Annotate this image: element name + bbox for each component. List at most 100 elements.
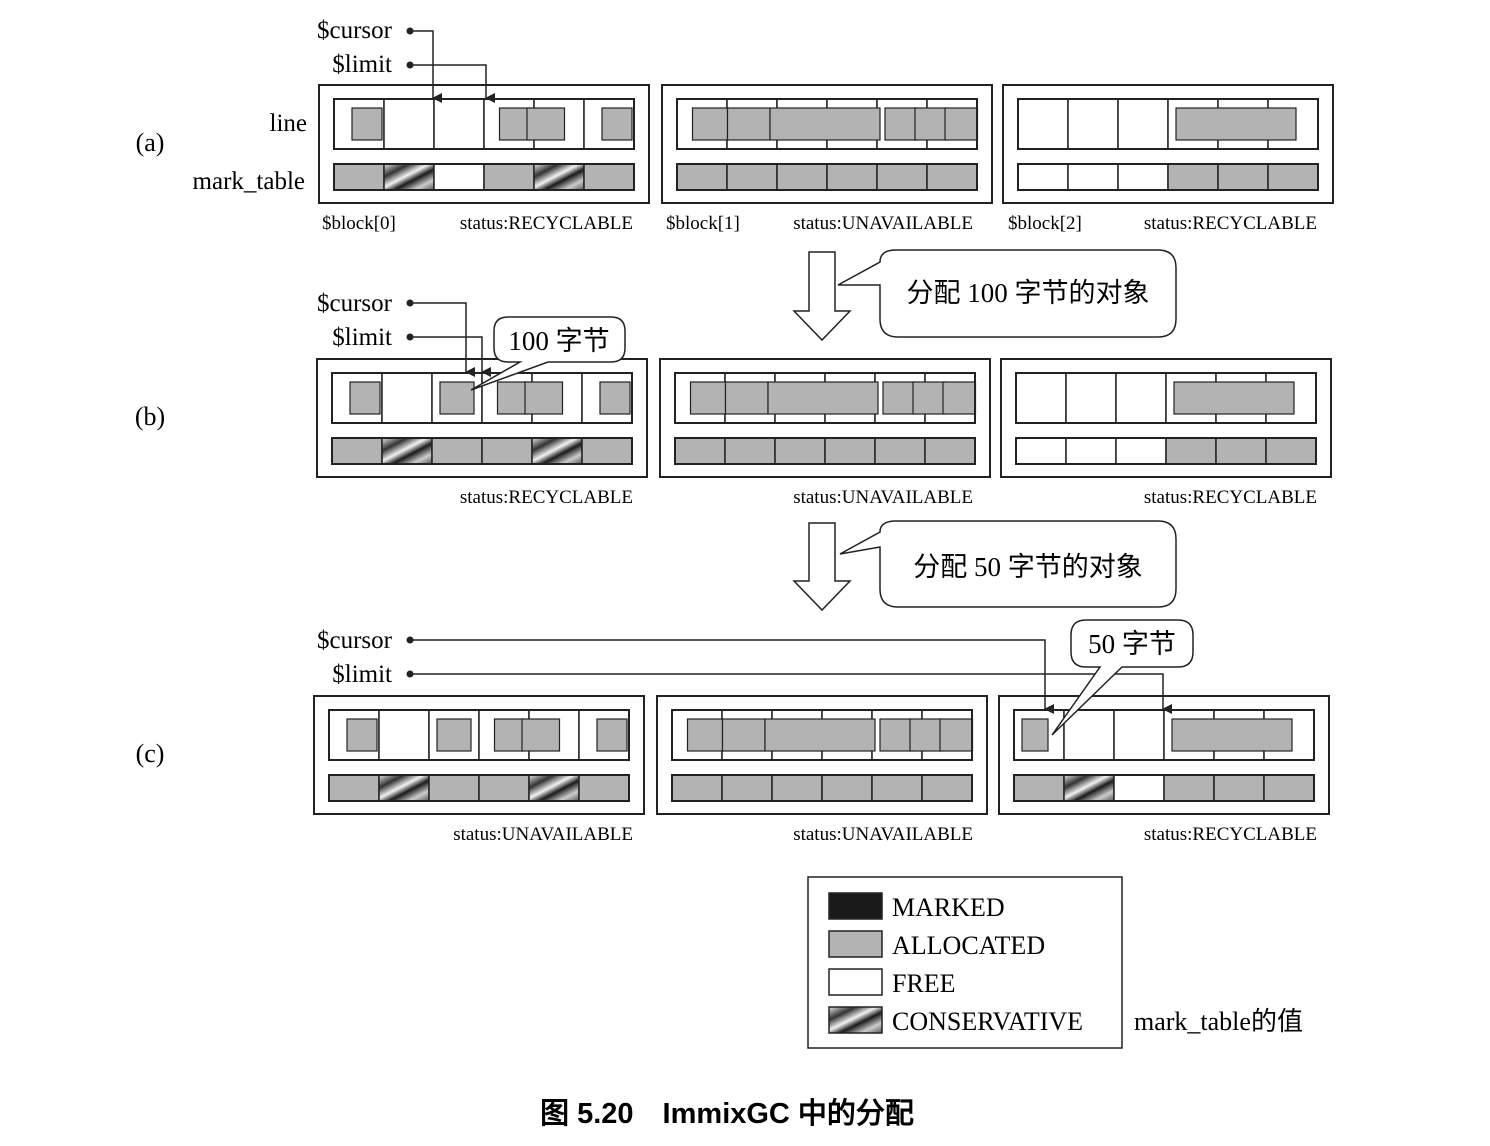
mark-cell-allocated [726, 163, 778, 191]
object-rect [767, 381, 879, 415]
object-rect [882, 381, 917, 415]
status-c-2: status:RECYCLABLE [1144, 824, 1317, 845]
block-1-1 [659, 358, 991, 478]
line-cell [383, 98, 435, 150]
mark-cell-allocated [774, 437, 826, 465]
line-cell [1015, 372, 1067, 424]
row-c-label: (c) [136, 739, 165, 768]
callout-50-bubble [1051, 619, 1194, 736]
mark-cell-free [1117, 163, 1169, 191]
mark-cell-conservative [383, 163, 435, 191]
cursor-label-c: $cursor [317, 627, 393, 654]
line-label: line [270, 110, 308, 137]
callout-step1-text: 分配 100 字节的对象 [907, 278, 1150, 308]
block-name-2: $block[2] [1008, 213, 1082, 234]
line-cell [1115, 372, 1167, 424]
mark-cell-allocated [1013, 774, 1065, 802]
block-name-0: $block[0] [322, 213, 396, 234]
cursor-label-a: $cursor [317, 17, 393, 44]
mark-cell-conservative [531, 437, 583, 465]
mark-cell-free [1015, 437, 1067, 465]
object-rect [724, 381, 769, 415]
limit-label-a: $limit [332, 51, 392, 78]
object-rect [944, 107, 979, 141]
mark-cell-allocated [721, 774, 773, 802]
limit-pointer-a [406, 61, 495, 103]
mark-cell-conservative [528, 774, 580, 802]
mark-cell-allocated [1167, 163, 1219, 191]
mark-cell-free [1065, 437, 1117, 465]
callout-step1-bubble [837, 249, 1177, 338]
status-a-0: status:RECYCLABLE [460, 213, 633, 234]
mark-cell-allocated [1217, 163, 1269, 191]
callout-step2-bubble [839, 520, 1177, 608]
limit-label-c: $limit [332, 661, 392, 688]
object-rect [939, 718, 974, 752]
mark-cell-allocated [1267, 163, 1319, 191]
object-rect [686, 718, 724, 752]
mark-cell-allocated [428, 774, 480, 802]
legend-caption: mark_table的值 [1134, 1007, 1303, 1036]
block-0-1 [661, 84, 993, 204]
object-rect [351, 107, 383, 141]
line-cell [1067, 98, 1119, 150]
mark-cell-allocated [328, 774, 380, 802]
line-cell [378, 709, 430, 761]
mark-cell-free [1067, 163, 1119, 191]
mark-cell-allocated [676, 163, 728, 191]
legend-label-marked: MARKED [892, 893, 1005, 922]
object-rect [912, 381, 947, 415]
mark-cell-allocated [874, 437, 926, 465]
cursor-label-b: $cursor [317, 290, 393, 317]
legend-label-allocated: ALLOCATED [892, 931, 1045, 960]
object-rect [599, 381, 631, 415]
object-rect [914, 107, 949, 141]
object-rect [764, 718, 876, 752]
mark-cell-free [1115, 437, 1167, 465]
line-cell [433, 98, 485, 150]
cursor-pointer-a [406, 27, 442, 103]
mark-cell-allocated [824, 437, 876, 465]
object-rect [1171, 718, 1293, 752]
mark-cell-allocated [581, 437, 633, 465]
mark-cell-allocated [921, 774, 973, 802]
object-rect [884, 107, 919, 141]
mark-cell-allocated [1163, 774, 1215, 802]
object-rect [498, 107, 531, 141]
status-a-1: status:UNAVAILABLE [793, 213, 973, 234]
limit-pointer-b [406, 333, 491, 377]
object-rect [521, 718, 561, 752]
block-0-2 [1002, 84, 1334, 204]
object-rect [526, 107, 566, 141]
mark-cell-allocated [776, 163, 828, 191]
line-cell [1065, 372, 1117, 424]
callout-100-text: 100 字节 [508, 326, 609, 356]
row-b-label: (b) [135, 402, 165, 431]
line-cell [381, 372, 433, 424]
block-0-0 [318, 84, 650, 204]
callout-100-bubble [470, 316, 626, 391]
object-rect [726, 107, 771, 141]
object-rect [349, 381, 381, 415]
mark-cell-allocated [481, 437, 533, 465]
limit-pointer-c [406, 670, 1172, 714]
mark-cell-allocated [1263, 774, 1315, 802]
mark-cell-conservative [378, 774, 430, 802]
mark-cell-allocated [876, 163, 928, 191]
mark-cell-free [433, 163, 485, 191]
limit-label-b: $limit [332, 324, 392, 351]
status-b-2: status:RECYCLABLE [1144, 487, 1317, 508]
object-rect [346, 718, 378, 752]
block-1-2 [1000, 358, 1332, 478]
callout-step2-text: 分配 50 字节的对象 [913, 552, 1143, 582]
mark-cell-allocated [821, 774, 873, 802]
legend-label-free: FREE [892, 969, 956, 998]
cursor-pointer-b [406, 299, 475, 377]
object-rect [439, 381, 475, 415]
mark-cell-allocated [926, 163, 978, 191]
object-rect [524, 381, 564, 415]
mark-cell-allocated [431, 437, 483, 465]
mark-cell-allocated [478, 774, 530, 802]
